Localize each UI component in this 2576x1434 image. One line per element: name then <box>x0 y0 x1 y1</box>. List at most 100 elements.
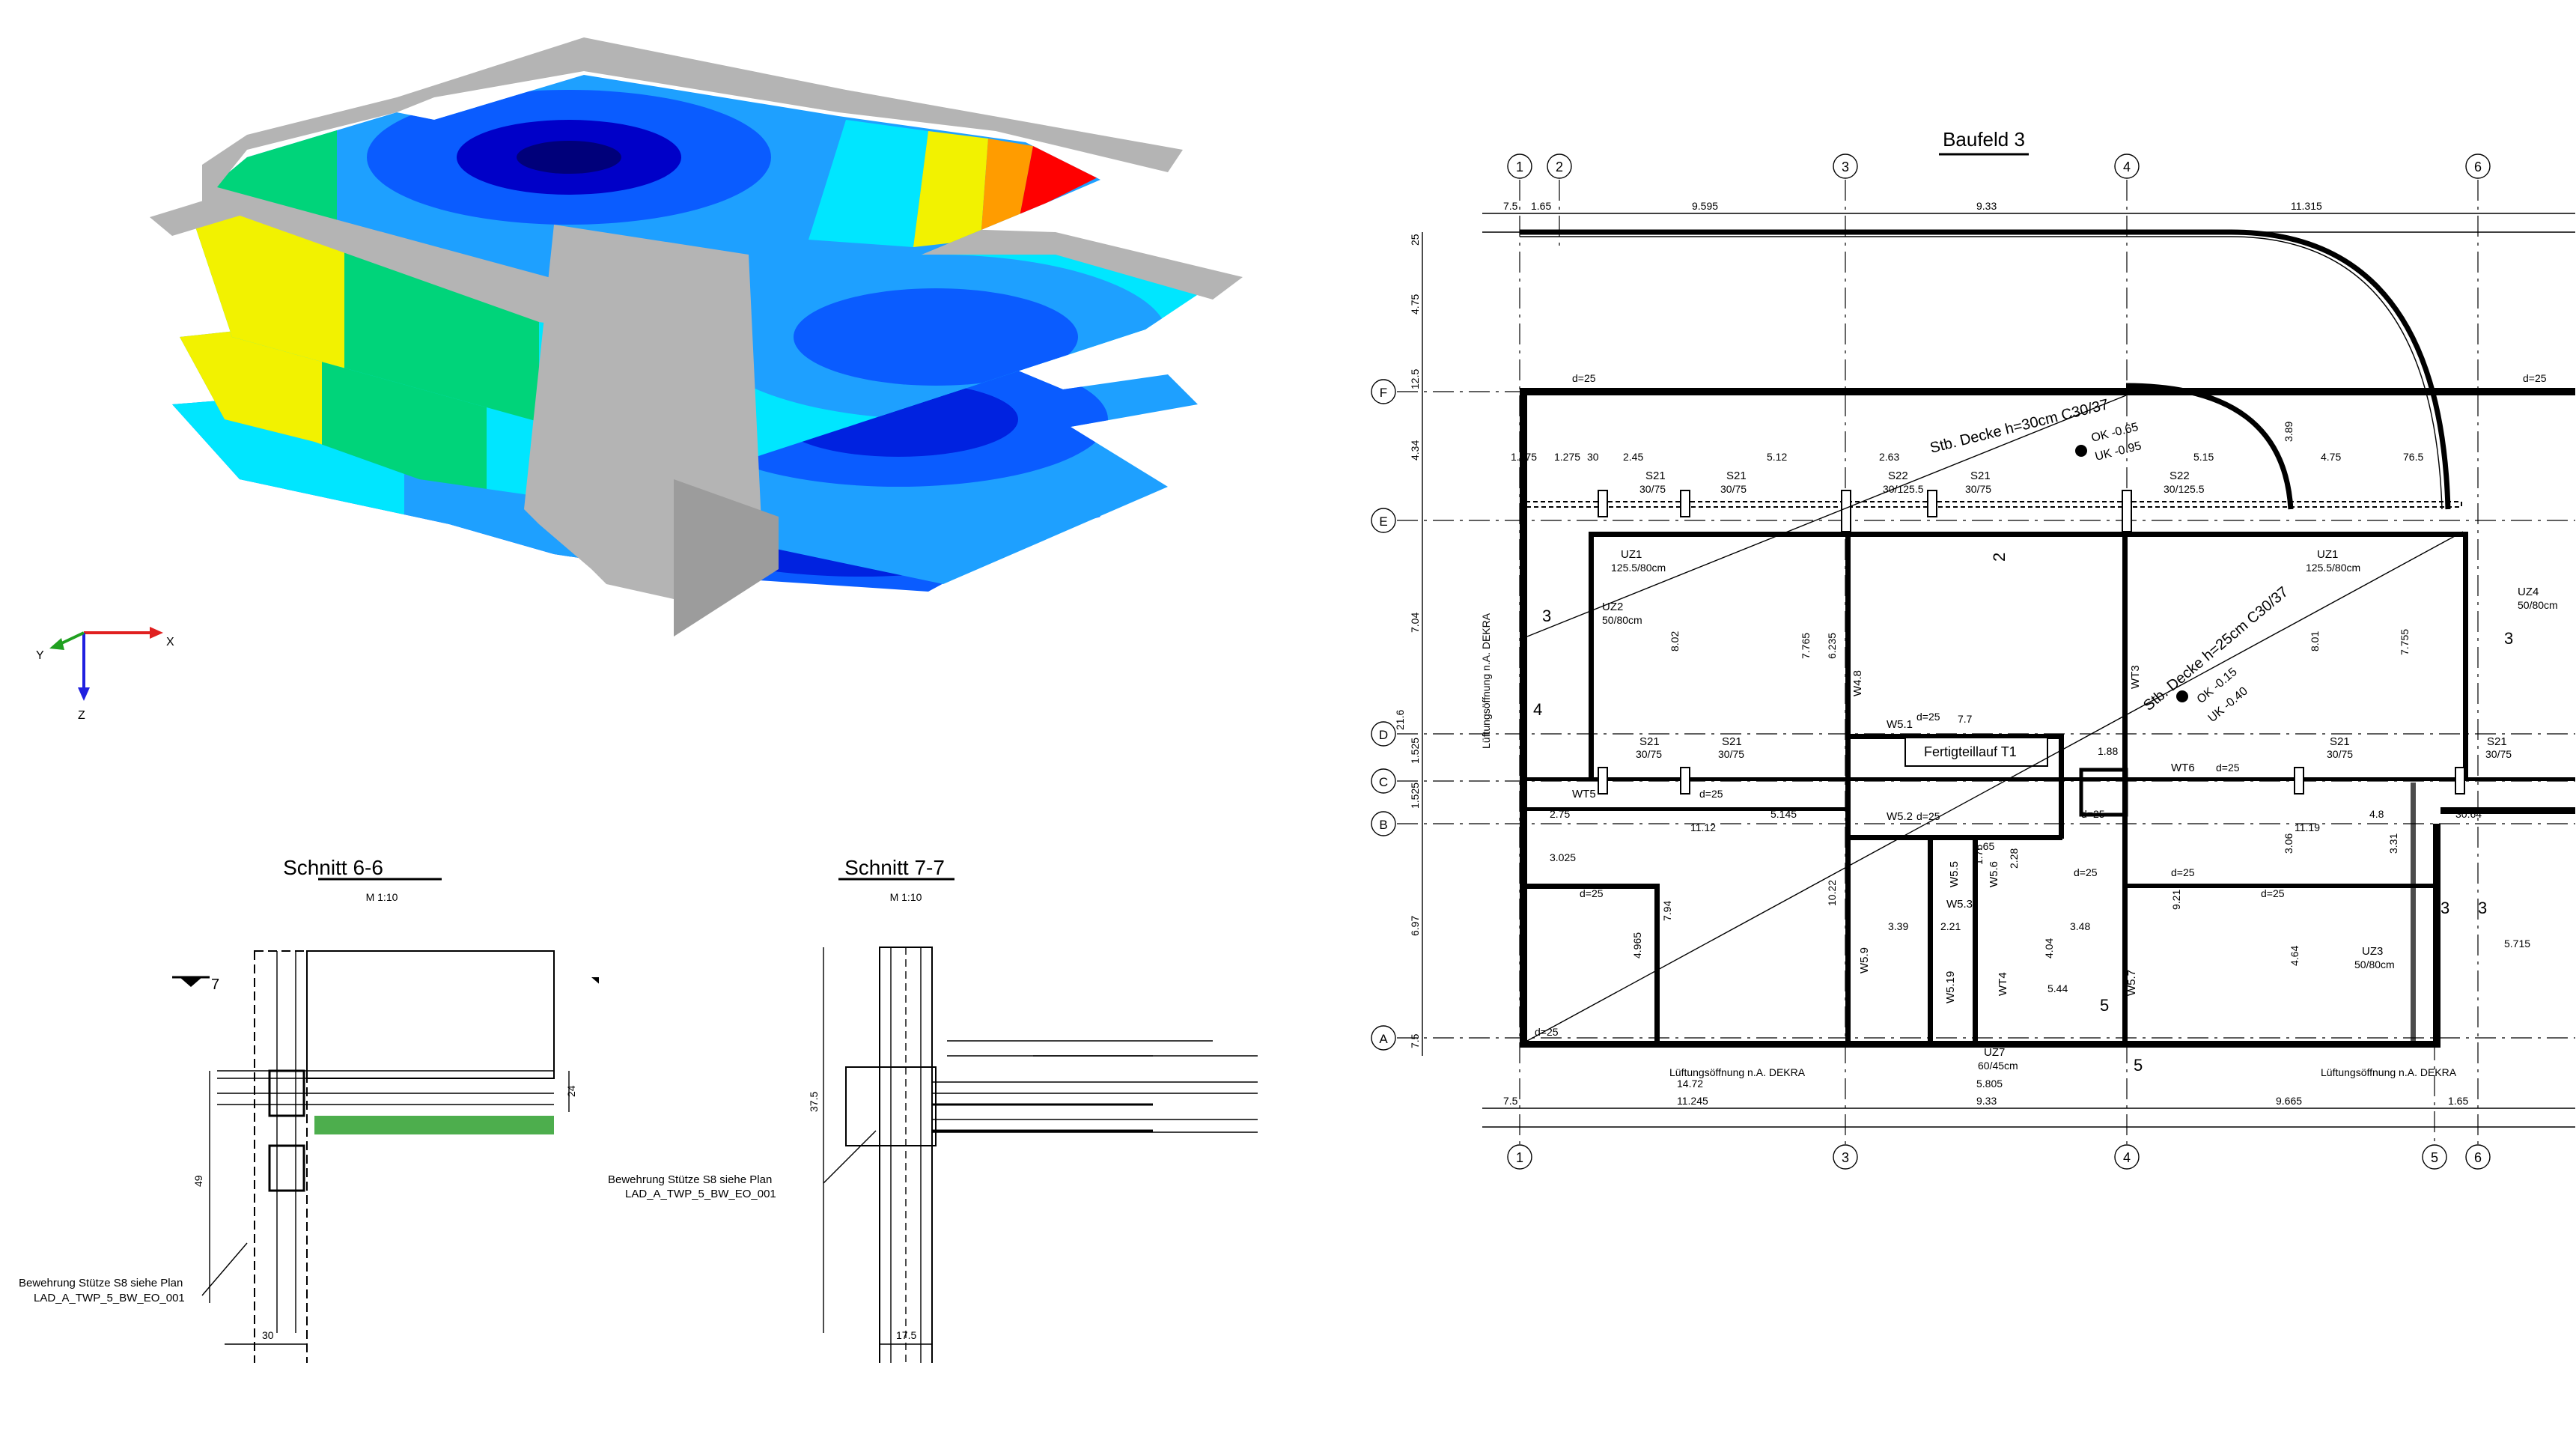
axis-bubble-top-2: 2 <box>1556 159 1563 174</box>
dim-bottom-5: 1.65 <box>2448 1095 2468 1107</box>
svg-text:4.64: 4.64 <box>2289 946 2301 966</box>
axis-bubble-F: F <box>1380 386 1387 400</box>
svg-text:7.765: 7.765 <box>1800 633 1812 659</box>
top-dimension-chain: 7.5 1.65 9.595 9.33 11.315 <box>1482 200 2575 233</box>
column-s22-1 <box>1841 490 1851 532</box>
section-6-6: Schnitt 6-6 M 1:10 7 7 49 24 30 Bewehrun… <box>19 856 599 1363</box>
span-line-2 <box>1526 395 2127 637</box>
axis-bubble-top-1: 1 <box>1516 159 1523 174</box>
svg-text:7.755: 7.755 <box>2399 629 2411 655</box>
svg-text:d=25: d=25 <box>2523 372 2547 384</box>
dim-bottom-1: 7.5 <box>1503 1095 1518 1107</box>
section-mark-3-a: 3 <box>1542 607 1551 625</box>
label-s21-1-size: 30/75 <box>1639 483 1666 495</box>
axis-bubble-C: C <box>1379 775 1388 789</box>
core-shadow <box>674 479 779 637</box>
axis-bubble-top-6: 6 <box>2474 159 2482 174</box>
axis-bubble-top-3: 3 <box>1842 159 1849 174</box>
insulation-hatch <box>314 1116 554 1134</box>
section-mark-3-b: 3 <box>2504 629 2513 648</box>
svg-text:2.28: 2.28 <box>2008 848 2020 869</box>
vent-note-bottom-2: Lüftungsöffnung n.A. DEKRA <box>2321 1066 2457 1078</box>
svg-text:3.39: 3.39 <box>1888 920 1908 932</box>
column-s21-7 <box>2455 767 2465 795</box>
dim-left-8: 1.525 <box>1409 783 1421 809</box>
svg-text:d=25: d=25 <box>2081 808 2105 820</box>
label-s21-5-size: 30/75 <box>1718 748 1744 760</box>
svg-text:d=25: d=25 <box>2074 866 2098 878</box>
dim-left-7: 1.525 <box>1409 738 1421 764</box>
label-w59: W5.9 <box>1858 947 1871 973</box>
section-6-scale: M 1:10 <box>366 891 398 903</box>
svg-text:4.8: 4.8 <box>2369 808 2384 820</box>
svg-text:7.94: 7.94 <box>1661 901 1673 921</box>
label-s22-2: S22 <box>2169 470 2190 482</box>
column-s22-2 <box>2122 490 2132 532</box>
dim-width-7: 17.5 <box>896 1329 916 1341</box>
svg-text:d=25: d=25 <box>1572 372 1596 384</box>
label-uz1-1-size: 125.5/80cm <box>1611 562 1666 574</box>
label-s22-2-size: 30/125.5 <box>2164 483 2205 495</box>
top-axis-bubbles: 1 2 3 4 6 <box>1507 154 2491 179</box>
floor-plan: Baufeld 3 1 2 3 4 6 1 3 4 5 6 F E D C B … <box>1371 128 2575 1170</box>
axis-bubble-bottom-3: 3 <box>1842 1150 1849 1165</box>
dim-bottom-7: 5.805 <box>1976 1078 2003 1090</box>
column-rebar-bottom <box>268 1144 305 1192</box>
slab-marker-1 <box>2075 445 2087 457</box>
axis-bubble-B: B <box>1379 818 1387 832</box>
dim-left-3: 12.5 <box>1409 369 1421 389</box>
svg-text:1.76: 1.76 <box>1973 845 1985 865</box>
svg-text:1.275: 1.275 <box>1554 451 1580 463</box>
axis-bubble-E: E <box>1379 514 1387 529</box>
dim-left-2: 4.75 <box>1409 294 1421 315</box>
element-labels: S21 30/75 S21 30/75 S22 30/125.5 S21 30/… <box>1572 470 2558 1072</box>
svg-text:d=25: d=25 <box>1916 711 1940 723</box>
axis-z-label: Z <box>78 709 85 722</box>
column-s21-1 <box>1598 490 1608 517</box>
svg-text:3.89: 3.89 <box>2283 422 2295 442</box>
dim-width: 30 <box>262 1329 274 1341</box>
label-uz1-2-size: 125.5/80cm <box>2306 562 2360 574</box>
axis-bubble-top-4: 4 <box>2123 159 2131 174</box>
svg-text:9.21: 9.21 <box>2170 890 2182 910</box>
label-uz4: UZ4 <box>2518 586 2539 598</box>
svg-text:1.475: 1.475 <box>1511 451 1537 463</box>
label-s21-6: S21 <box>2330 735 2350 748</box>
label-w57: W5.7 <box>2125 970 2138 996</box>
label-w55: W5.5 <box>1948 861 1961 887</box>
dim-top-2: 1.65 <box>1531 200 1551 212</box>
axis-bubble-A: A <box>1379 1032 1388 1046</box>
section-mark-3-d: 3 <box>2478 899 2487 917</box>
column-s21-2 <box>1680 490 1690 517</box>
section-6-note-2: LAD_A_TWP_5_BW_EO_001 <box>34 1292 185 1304</box>
label-w48: W4.8 <box>1851 670 1864 696</box>
label-w51: W5.1 <box>1887 718 1913 731</box>
column-s21-6 <box>2294 767 2304 795</box>
label-uz3: UZ3 <box>2362 945 2383 958</box>
label-s21-4-size: 30/75 <box>1636 748 1662 760</box>
label-uz2: UZ2 <box>1602 601 1623 613</box>
section-mark-5-b: 5 <box>2134 1056 2143 1075</box>
label-s22-1: S22 <box>1888 470 1908 482</box>
corbel <box>845 1066 937 1146</box>
axis-bubble-D: D <box>1379 728 1388 742</box>
svg-text:10.22: 10.22 <box>1826 880 1838 906</box>
svg-text:4.965: 4.965 <box>1631 932 1643 958</box>
svg-text:d=25: d=25 <box>1916 810 1940 822</box>
label-w56: W5.6 <box>1988 861 2000 887</box>
wall-thickness-tags: d=25 d=25 d=25 d=25 d=25 d=25 d=25 d=25 … <box>1535 372 2547 1038</box>
dim-slab: 24 <box>565 1085 577 1097</box>
dim-left-5: 7.04 <box>1409 613 1421 633</box>
svg-text:30.64: 30.64 <box>2455 808 2482 820</box>
dim-top-3: 9.595 <box>1692 200 1718 212</box>
dim-height: 49 <box>192 1175 204 1187</box>
svg-text:5.44: 5.44 <box>2047 982 2068 994</box>
section-6-title: Schnitt 6-6 <box>283 856 383 879</box>
label-s21-7-size: 30/75 <box>2485 748 2512 760</box>
bottom-dimension-chain: 7.5 11.245 9.33 9.665 1.65 14.72 5.805 <box>1482 1078 2575 1128</box>
label-wt3: WT3 <box>2129 665 2142 689</box>
label-s21-6-size: 30/75 <box>2327 748 2353 760</box>
slab-above <box>306 950 555 1079</box>
vent-note-bottom-1: Lüftungsöffnung n.A. DEKRA <box>1669 1066 1806 1078</box>
axis-triad: X Z Y <box>36 627 174 722</box>
